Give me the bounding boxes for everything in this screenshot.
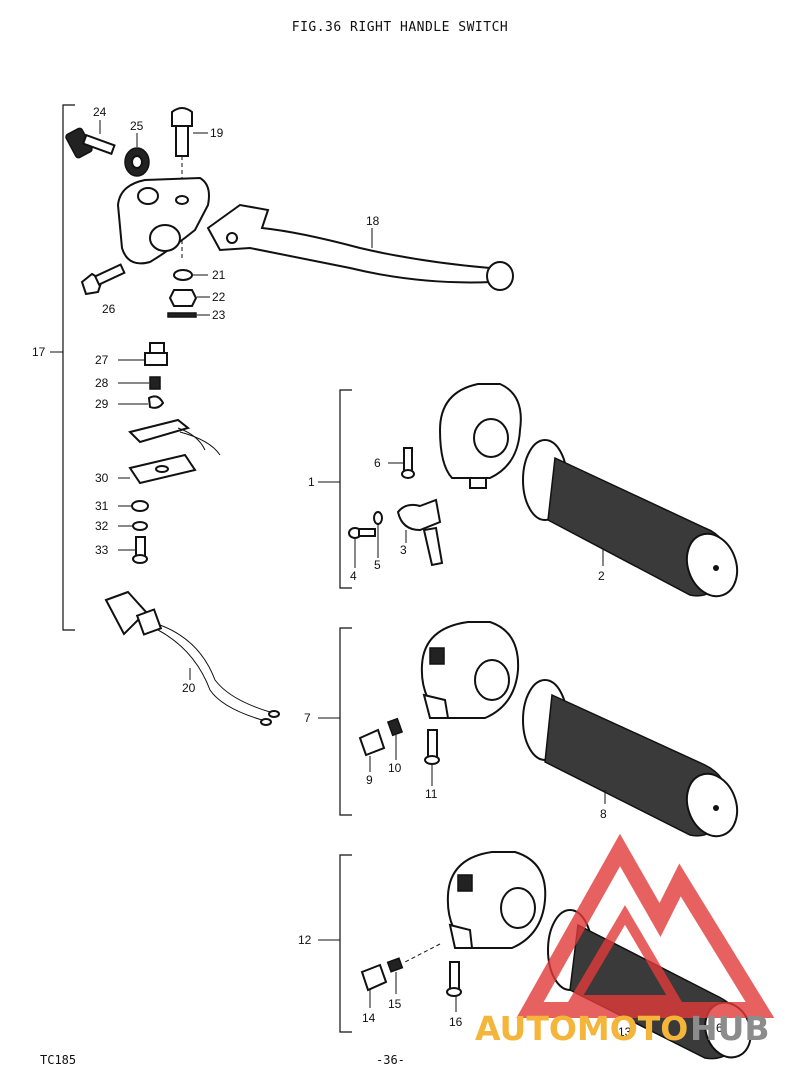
part-5-washer bbox=[373, 511, 383, 525]
bracket-1 bbox=[339, 389, 352, 589]
callout-26: 26 bbox=[102, 302, 116, 316]
callout-16: 16 bbox=[449, 1015, 463, 1029]
bracket-17 bbox=[62, 104, 75, 631]
callout-17: 17 bbox=[32, 345, 46, 359]
part-7-switch-housing bbox=[420, 621, 520, 719]
callout-6b: 6 bbox=[716, 1021, 723, 1035]
part-3-switch-assembly bbox=[396, 498, 444, 567]
part-1-switch-housing bbox=[438, 383, 522, 489]
callout-24: 24 bbox=[93, 105, 107, 119]
part-4-screw bbox=[348, 527, 376, 539]
callout-2: 2 bbox=[598, 569, 605, 583]
bracket-7 bbox=[339, 627, 352, 816]
callout-10: 10 bbox=[388, 761, 402, 775]
part-31-washer bbox=[131, 500, 149, 512]
callout-13: 13 bbox=[618, 1025, 632, 1039]
part-32-lockwasher bbox=[132, 521, 148, 531]
callout-27: 27 bbox=[95, 353, 109, 367]
callout-12: 12 bbox=[298, 933, 312, 947]
part-15-spring bbox=[386, 957, 404, 973]
callout-29: 29 bbox=[95, 397, 109, 411]
part-25-locknut bbox=[124, 147, 150, 177]
part-9-switch-knob bbox=[358, 728, 386, 757]
callout-30: 30 bbox=[95, 471, 109, 485]
callout-3: 3 bbox=[400, 543, 407, 557]
part-18-front-brake-lever bbox=[206, 203, 514, 291]
part-10-spring bbox=[386, 717, 404, 737]
part-19-pivot-bolt bbox=[171, 107, 193, 157]
part-8-throttle-grip bbox=[522, 679, 739, 838]
part-11-screw bbox=[424, 729, 440, 765]
part-27-switch-plunger bbox=[144, 342, 168, 366]
part-contact-plate bbox=[128, 418, 221, 456]
part-6-screw bbox=[401, 447, 415, 479]
part-28-spring bbox=[149, 376, 161, 390]
callout-5: 5 bbox=[374, 558, 381, 572]
part-16-screw bbox=[446, 961, 462, 997]
part-26-bolt bbox=[80, 263, 126, 296]
part-29-clip bbox=[147, 395, 165, 409]
callout-15: 15 bbox=[388, 997, 402, 1011]
callout-9: 9 bbox=[366, 773, 373, 787]
part-23-pin bbox=[167, 312, 197, 318]
callout-14: 14 bbox=[362, 1011, 376, 1025]
callout-25: 25 bbox=[130, 119, 144, 133]
callout-8: 8 bbox=[600, 807, 607, 821]
callout-22: 22 bbox=[212, 290, 226, 304]
callout-7: 7 bbox=[304, 711, 311, 725]
bracket-12 bbox=[339, 854, 352, 1033]
part-12-switch-housing bbox=[446, 851, 547, 949]
callout-28: 28 bbox=[95, 376, 109, 390]
assembly-line-12 bbox=[404, 943, 441, 963]
watermark-logo bbox=[516, 833, 775, 1018]
callout-1: 1 bbox=[308, 475, 315, 489]
part-2-throttle-grip bbox=[522, 439, 739, 598]
part-30-switch-base bbox=[128, 453, 197, 485]
callout-33: 33 bbox=[95, 543, 109, 557]
figure-title: FIG.36 RIGHT HANDLE SWITCH bbox=[291, 20, 509, 35]
page-number: -36- bbox=[376, 1053, 405, 1067]
callout-21: 21 bbox=[212, 268, 226, 282]
part-20-wire-harness bbox=[104, 590, 280, 726]
part-22-nut bbox=[168, 289, 198, 307]
callout-6: 6 bbox=[374, 456, 381, 470]
watermark-text-automoto: AUTOMOTO bbox=[475, 1009, 688, 1048]
callout-32: 32 bbox=[95, 519, 109, 533]
callout-4: 4 bbox=[350, 569, 357, 583]
callout-20: 20 bbox=[182, 681, 196, 695]
callout-18: 18 bbox=[366, 214, 380, 228]
callout-19: 19 bbox=[210, 126, 224, 140]
part-lever-bracket bbox=[116, 176, 210, 265]
callout-11: 11 bbox=[425, 787, 438, 801]
callout-23: 23 bbox=[212, 308, 226, 322]
callout-31: 31 bbox=[95, 499, 109, 513]
part-24-adjuster-bolt bbox=[65, 127, 116, 159]
part-33-screw bbox=[132, 536, 148, 564]
watermark-text-hub: HUB bbox=[690, 1009, 770, 1048]
part-21-washer bbox=[173, 269, 193, 281]
part-14-switch-knob bbox=[360, 963, 388, 992]
model-code: TC185 bbox=[40, 1053, 77, 1067]
